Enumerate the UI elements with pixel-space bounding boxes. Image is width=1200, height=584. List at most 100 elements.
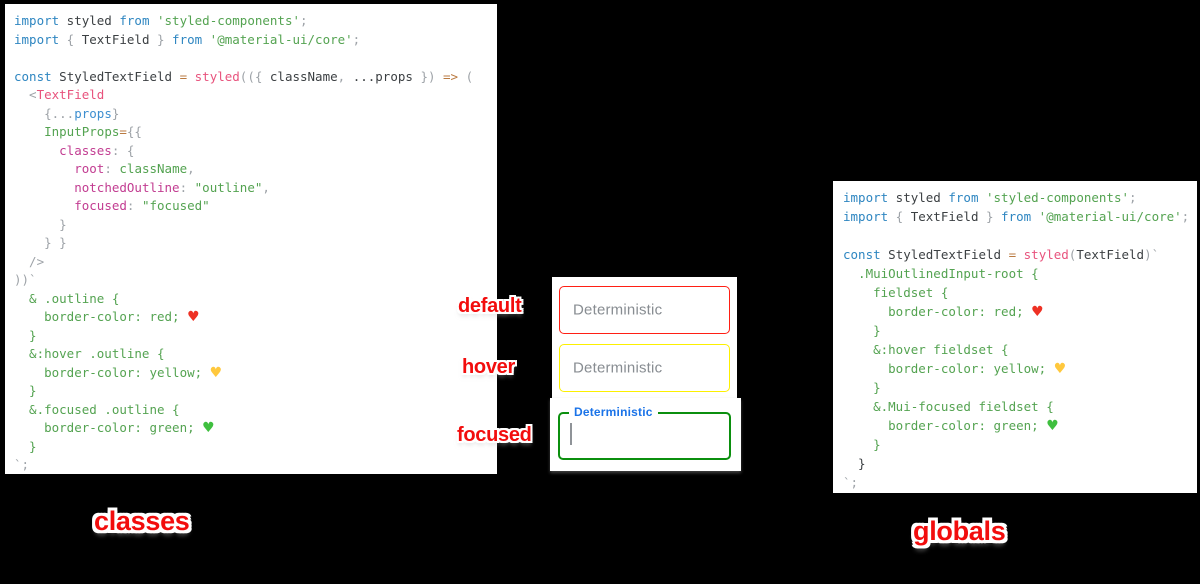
code-token: styled	[59, 13, 120, 28]
code-token: (	[458, 68, 474, 84]
code-line: .MuiOutlinedInput-root {	[843, 264, 1195, 283]
code-token: from	[119, 13, 150, 28]
code-token	[14, 124, 44, 139]
code-token: (	[1068, 247, 1077, 262]
caption-globals: globals	[913, 516, 1006, 546]
code-token: {{	[126, 124, 142, 139]
code-token: "outline"	[194, 179, 263, 195]
code-line: }	[843, 435, 1195, 454]
code-token: notchedOutline	[74, 179, 180, 195]
textfield-default[interactable]: Deterministic	[559, 286, 730, 334]
code-token: styled	[888, 190, 949, 205]
code-token: {...	[14, 105, 75, 121]
code-line: border-color: red; ♥	[843, 302, 1195, 321]
code-token: ...props	[352, 68, 413, 84]
code-line: border-color: green; ♥	[14, 419, 493, 438]
code-token: :	[126, 198, 142, 213]
code-line: &.focused .outline {	[14, 401, 493, 420]
code-token: }	[111, 105, 120, 121]
code-line: &.Mui-focused fieldset {	[843, 397, 1195, 416]
code-line: notchedOutline: "outline",	[14, 179, 493, 198]
heart-icon: ♥	[209, 364, 223, 381]
code-line: border-color: red; ♥	[14, 308, 493, 327]
code-line: {...props}	[14, 105, 493, 124]
code-token: ;	[1181, 209, 1190, 224]
code-line: }	[14, 382, 493, 401]
code-token: TextField	[81, 31, 150, 47]
code-token: import	[843, 190, 889, 205]
code-token: }	[843, 323, 881, 338]
code-token: border-color: yellow;	[14, 364, 210, 380]
heart-icon: ♥	[202, 420, 215, 436]
code-token: &.Mui-focused fieldset {	[843, 399, 1054, 414]
code-token: }	[843, 437, 881, 452]
code-token: =>	[443, 68, 459, 84]
state-label-focused: focused	[457, 424, 532, 446]
code-token: />	[14, 253, 45, 269]
code-token: props	[74, 105, 112, 121]
code-line: }	[14, 327, 493, 346]
textfield-focused[interactable]: Deterministic	[558, 405, 731, 460]
code-token: border-color: green;	[843, 418, 1047, 433]
code-line: fieldset {	[843, 283, 1195, 302]
code-line: }	[843, 378, 1195, 397]
state-label-hover: hover	[462, 356, 515, 378]
code-line: }	[14, 216, 493, 235]
code-token: }	[149, 31, 173, 47]
code-token: styled	[1023, 247, 1069, 262]
code-token: =	[119, 124, 127, 139]
code-token: {	[59, 31, 82, 47]
code-token: : {	[111, 142, 135, 158]
code-token: import	[843, 209, 889, 224]
code-token: `;	[14, 457, 30, 472]
textfield-default-label: Deterministic	[573, 301, 663, 319]
code-block-classes: import styled from 'styled-components';i…	[14, 12, 493, 475]
textfield-focused-label: Deterministic	[569, 405, 658, 419]
code-token: className	[269, 68, 338, 84]
code-line: border-color: yellow; ♥	[843, 359, 1195, 378]
code-token: StyledTextField	[880, 247, 1009, 262]
code-token: ,	[262, 179, 270, 195]
code-line: & .outline {	[14, 290, 493, 309]
code-line: />	[14, 253, 493, 272]
code-line: InputProps={{	[14, 123, 493, 142]
code-line: classes: {	[14, 142, 493, 161]
code-token: focused	[74, 198, 127, 213]
code-token: =	[1008, 247, 1024, 262]
code-panel-globals: import styled from 'styled-components';i…	[833, 181, 1197, 493]
code-token: }	[843, 456, 866, 471]
code-token: border-color: red;	[843, 304, 1032, 319]
code-token	[14, 143, 59, 158]
code-token: }	[843, 380, 881, 395]
code-line: border-color: yellow; ♥	[14, 364, 493, 383]
textfield-hover[interactable]: Deterministic	[559, 344, 730, 392]
code-token: border-color: red;	[14, 309, 188, 324]
code-token: }	[14, 438, 37, 454]
code-token: (({	[239, 68, 270, 84]
code-line: }	[843, 454, 1195, 473]
code-token: .MuiOutlinedInput-root {	[843, 266, 1039, 281]
code-line: root: className,	[14, 160, 493, 179]
code-token	[14, 161, 74, 176]
code-token: )`	[1144, 247, 1160, 262]
code-token: from	[172, 31, 203, 47]
code-token: "focused"	[141, 198, 210, 213]
code-line: }	[843, 321, 1195, 340]
code-token	[14, 180, 74, 195]
code-token: =	[179, 68, 195, 84]
code-token: ))`	[14, 272, 37, 287]
code-line	[843, 226, 1195, 245]
code-line: const StyledTextField = styled(({ classN…	[14, 68, 493, 87]
code-line: ))`	[14, 271, 493, 290]
code-token: `;	[843, 475, 859, 490]
code-token: import	[14, 13, 60, 28]
heart-icon: ♥	[1053, 361, 1067, 377]
code-token: ,	[337, 68, 353, 84]
code-token: border-color: yellow;	[843, 361, 1054, 376]
code-token: const	[843, 247, 881, 262]
code-token: from	[948, 190, 979, 205]
code-token: }	[14, 383, 37, 398]
code-line: }	[14, 438, 493, 457]
code-line: } }	[14, 234, 493, 253]
code-token: StyledTextField	[51, 68, 180, 84]
